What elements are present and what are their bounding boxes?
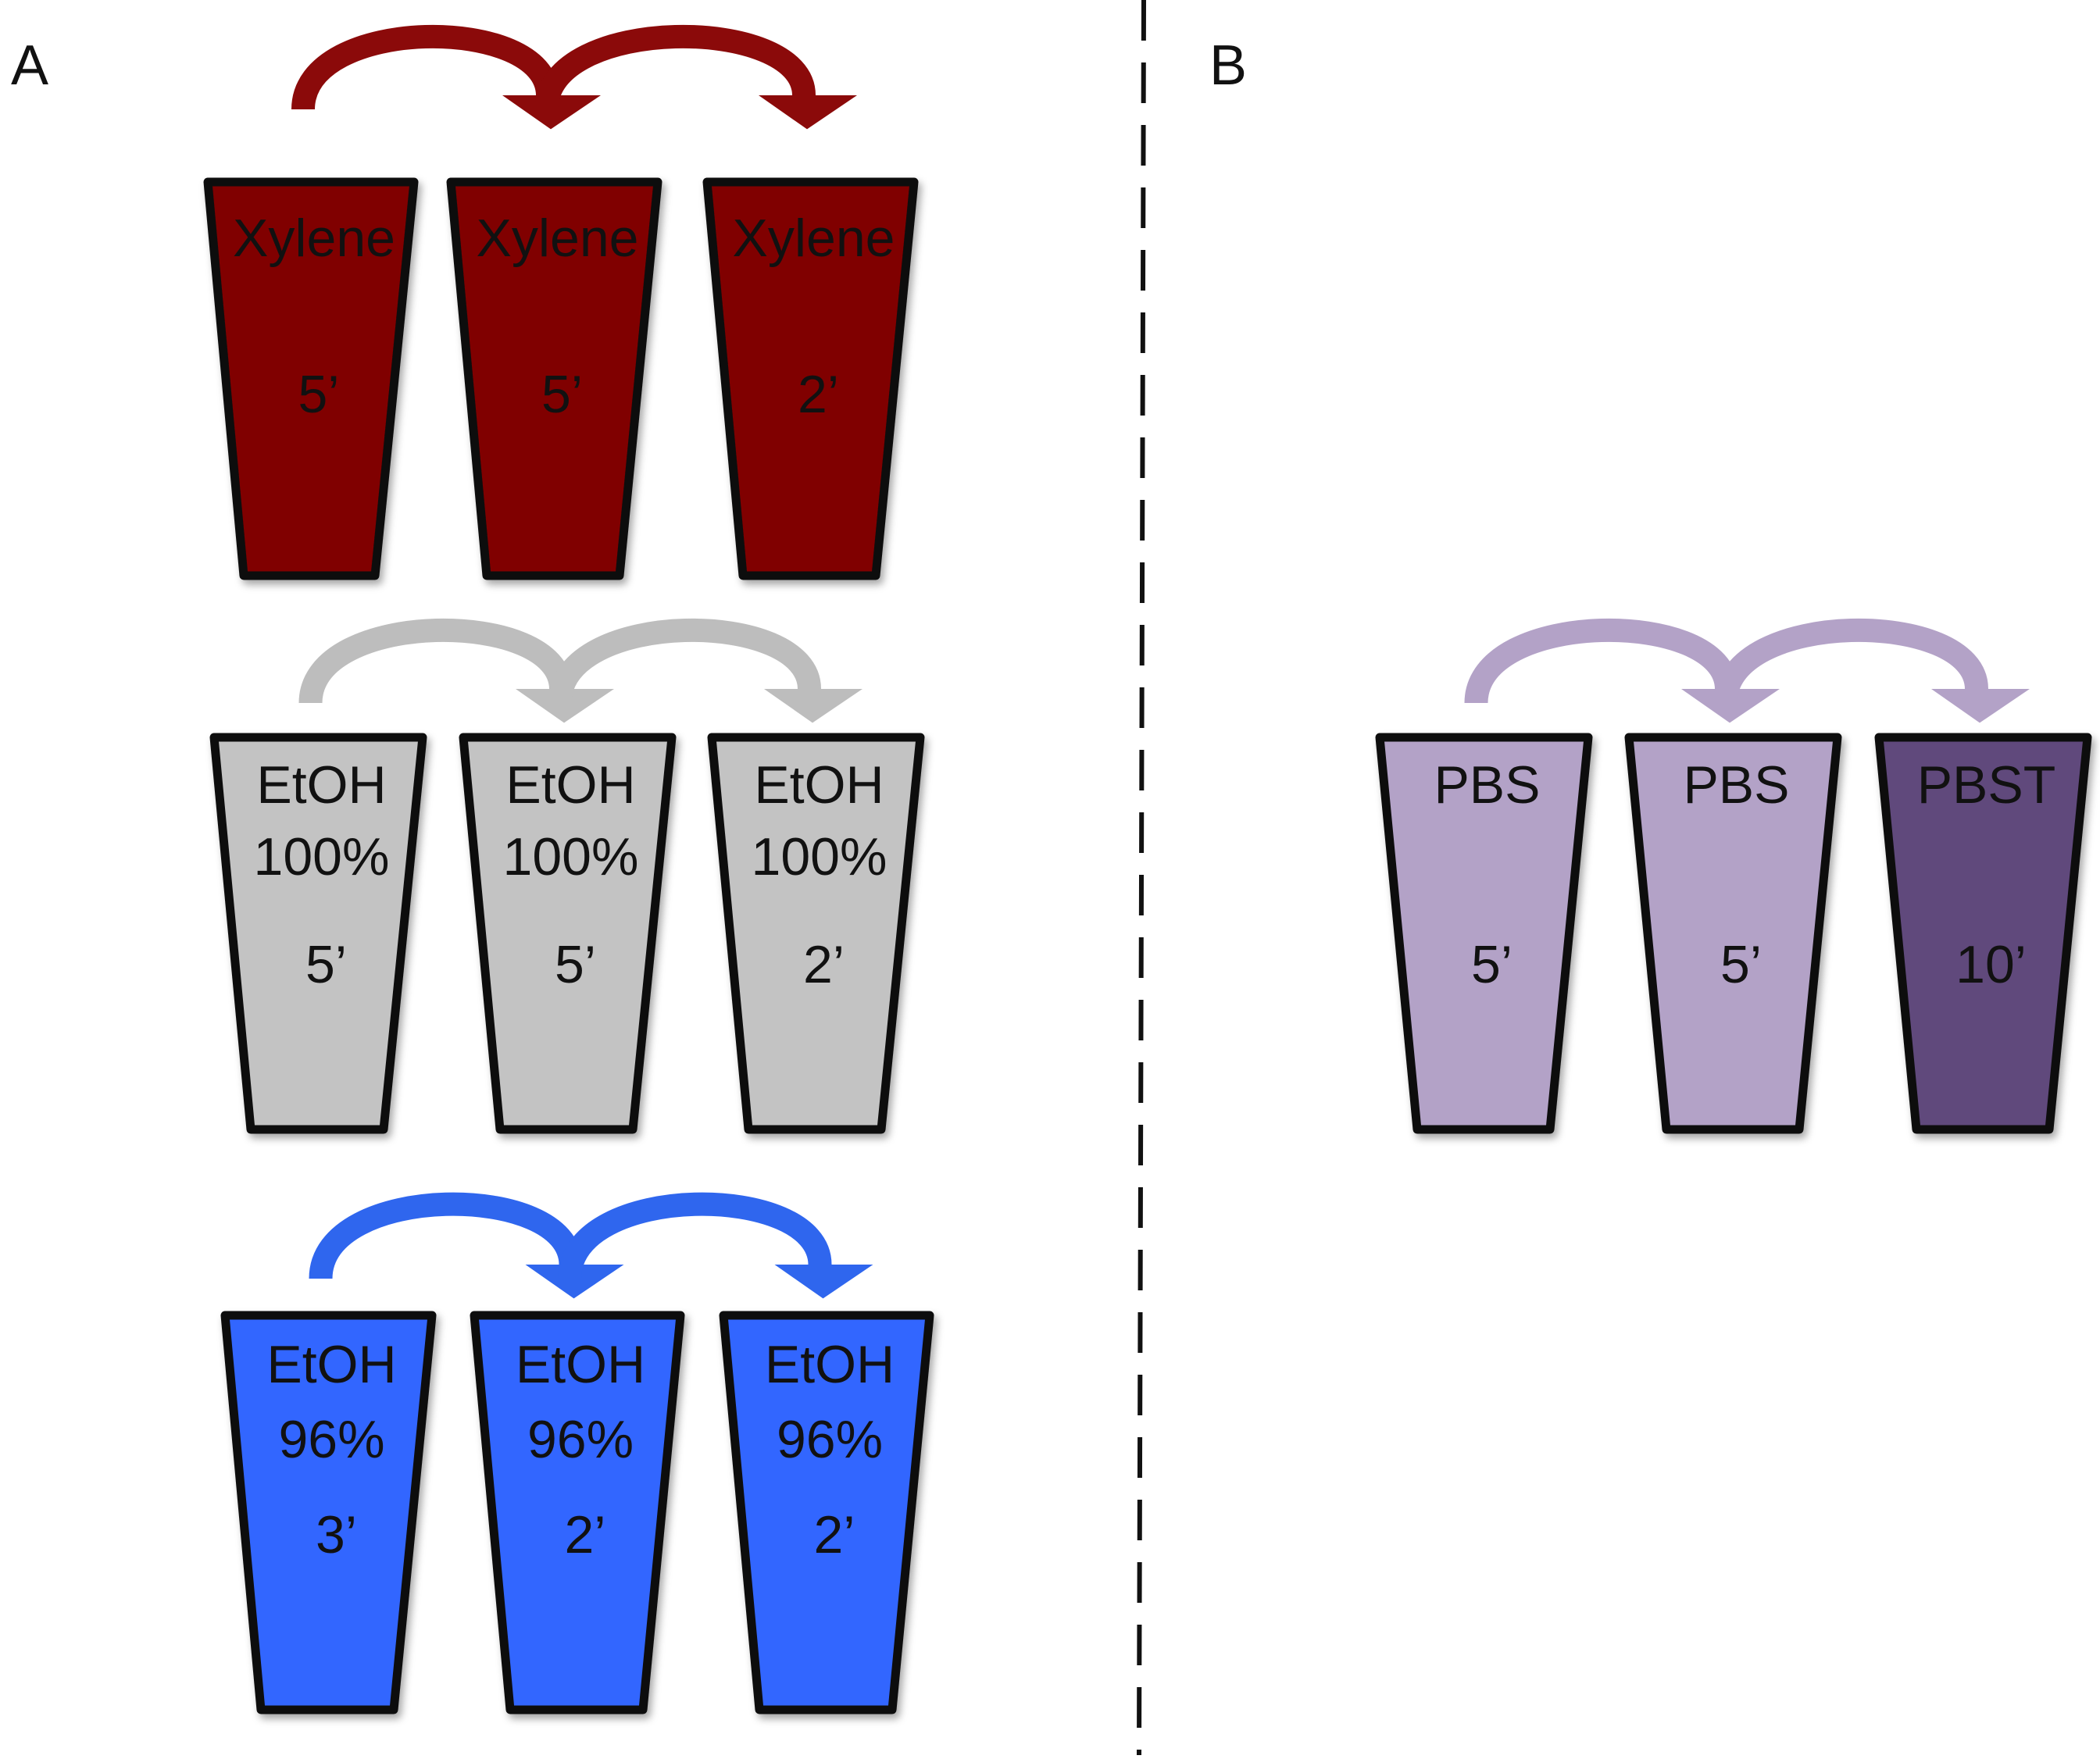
- beaker-time: 5’: [298, 365, 340, 424]
- protocol-rows: Xylene 5’ Xylene 5’ Xylene 2’ EtOH 100% 5’ EtOH 10…: [203, 25, 2092, 1714]
- beaker-ethanol-96-1: EtOH 96% 3’: [220, 1311, 437, 1714]
- beaker-label: Xylene: [233, 209, 395, 268]
- transfer-arrow-xylene-2-shaft: [534, 25, 816, 111]
- transfer-arrow-xylene-2: [534, 25, 857, 130]
- beaker-label: 96%: [777, 1410, 883, 1469]
- transfer-arrow-ethanol-100-2: [548, 619, 862, 723]
- transfer-arrow-ethanol-100-2-head: [764, 689, 862, 723]
- beaker-label: Xylene: [733, 209, 895, 268]
- row-pbs-wash: PBS 5’ PBS 5’ PBST 10’: [1375, 619, 2092, 1134]
- beaker-label: PBST: [1917, 755, 2056, 815]
- transfer-arrow-pbs-wash-2-shaft: [1713, 619, 1988, 705]
- beaker-label: EtOH: [266, 1335, 396, 1394]
- beaker-body: [702, 177, 919, 580]
- transfer-arrow-pbs-wash-1-head: [1681, 689, 1780, 723]
- beaker-body: [719, 1311, 934, 1714]
- beaker-time: 5’: [1720, 935, 1762, 994]
- beaker-ethanol-100-2: EtOH 100% 5’: [459, 733, 677, 1134]
- row-ethanol-100: EtOH 100% 5’ EtOH 100% 5’ EtOH 100% 2’: [209, 619, 925, 1134]
- beaker-time: 2’: [814, 1505, 855, 1565]
- beaker-label: Xylene: [477, 209, 639, 268]
- beaker-body: [707, 733, 925, 1134]
- transfer-arrow-ethanol-100-1-head: [516, 689, 614, 723]
- transfer-arrow-pbs-wash-1: [1464, 619, 1780, 723]
- beaker-body: [1375, 733, 1593, 1134]
- beaker-label: PBS: [1683, 755, 1789, 815]
- transfer-arrow-pbs-wash-1-shaft: [1464, 619, 1738, 705]
- beaker-time: 2’: [803, 935, 845, 994]
- beaker-time: 5’: [305, 935, 347, 994]
- beaker-label: EtOH: [505, 755, 635, 815]
- beaker-time: 5’: [555, 935, 596, 994]
- beaker-label: 96%: [278, 1410, 384, 1469]
- beaker-body: [470, 1311, 685, 1714]
- beaker-ethanol-96-3: EtOH 96% 2’: [719, 1311, 934, 1714]
- beaker-pbs-wash-3: PBST 10’: [1874, 733, 2092, 1134]
- beaker-label: EtOH: [516, 1335, 645, 1394]
- beaker-label: EtOH: [754, 755, 884, 815]
- beaker-label: 100%: [254, 827, 390, 887]
- beaker-time: 2’: [798, 365, 839, 424]
- transfer-arrow-xylene-1-shaft: [291, 25, 559, 111]
- beaker-xylene-3: Xylene 2’: [702, 177, 919, 580]
- beaker-time: 3’: [316, 1505, 357, 1565]
- beaker-label: PBS: [1434, 755, 1540, 815]
- transfer-arrow-ethanol-96-2: [558, 1192, 873, 1299]
- beaker-pbs-wash-1: PBS 5’: [1375, 733, 1593, 1134]
- transfer-arrow-ethanol-96-1: [309, 1192, 624, 1299]
- beaker-body: [459, 733, 677, 1134]
- beaker-label: 100%: [752, 827, 888, 887]
- transfer-arrow-ethanol-96-1-head: [525, 1265, 624, 1299]
- row-xylene: Xylene 5’ Xylene 5’ Xylene 2’: [203, 25, 919, 580]
- transfer-arrow-ethanol-96-1-shaft: [309, 1192, 583, 1280]
- transfer-arrow-pbs-wash-2: [1713, 619, 2030, 723]
- beaker-label: 96%: [527, 1410, 634, 1469]
- beaker-ethanol-100-3: EtOH 100% 2’: [707, 733, 925, 1134]
- beaker-time: 5’: [1471, 935, 1512, 994]
- beaker-ethanol-100-1: EtOH 100% 5’: [209, 733, 427, 1134]
- beaker-pbs-wash-2: PBS 5’: [1624, 733, 1842, 1134]
- beaker-label: EtOH: [256, 755, 386, 815]
- beaker-ethanol-96-2: EtOH 96% 2’: [470, 1311, 685, 1714]
- panel-label-b: B: [1209, 34, 1247, 97]
- beaker-xylene-1: Xylene 5’: [203, 177, 419, 580]
- transfer-arrow-ethanol-96-2-shaft: [558, 1192, 832, 1280]
- beaker-time: 10’: [1955, 935, 2027, 994]
- transfer-arrow-ethanol-100-2-shaft: [548, 619, 821, 705]
- beaker-body: [446, 177, 662, 580]
- beaker-body: [203, 177, 419, 580]
- transfer-arrow-ethanol-100-1: [298, 619, 614, 723]
- transfer-arrow-xylene-1: [291, 25, 601, 130]
- beaker-body: [1624, 733, 1842, 1134]
- transfer-arrow-xylene-1-head: [502, 95, 601, 130]
- beaker-body: [1874, 733, 2092, 1134]
- beaker-label: EtOH: [765, 1335, 895, 1394]
- row-ethanol-96: EtOH 96% 3’ EtOH 96% 2’ EtOH 96% 2’: [220, 1192, 934, 1714]
- transfer-arrow-ethanol-96-2-head: [774, 1265, 873, 1299]
- beaker-body: [209, 733, 427, 1134]
- panel-label-a: A: [11, 34, 48, 97]
- beaker-time: 2’: [565, 1505, 606, 1565]
- beaker-body: [220, 1311, 437, 1714]
- transfer-arrow-ethanol-100-1-shaft: [298, 619, 573, 705]
- beaker-time: 5’: [541, 365, 583, 424]
- beaker-xylene-2: Xylene 5’: [446, 177, 662, 580]
- panel-divider: [1137, 0, 1146, 1756]
- transfer-arrow-xylene-2-head: [759, 95, 857, 130]
- beaker-label: 100%: [503, 827, 639, 887]
- transfer-arrow-pbs-wash-2-head: [1931, 689, 2030, 723]
